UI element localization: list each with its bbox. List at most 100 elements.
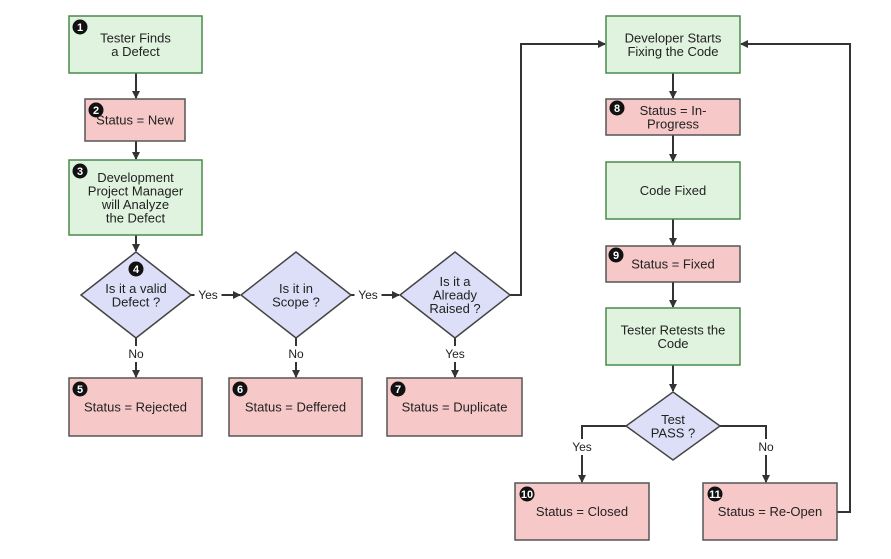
status-box — [228, 377, 363, 437]
edge-label-bg — [194, 287, 222, 303]
status-box — [514, 482, 650, 541]
edge-label-bg — [286, 346, 306, 362]
status-box — [605, 98, 741, 136]
process-node-code-fixed: Code Fixed — [605, 161, 741, 220]
step-number-badge — [707, 486, 723, 502]
node-label-line: Tester Retests the — [621, 322, 726, 337]
process-box — [68, 15, 203, 74]
node-label-line: PASS ? — [651, 425, 696, 440]
node-label-line: Is it in — [279, 281, 313, 296]
step-number-badge — [232, 381, 248, 397]
connector-test-pass-to-status-reopen — [720, 425, 770, 483]
step-number: 10 — [521, 489, 533, 501]
node-label-line: Scope ? — [272, 294, 320, 309]
process-box — [605, 161, 741, 220]
node-label-line: Code — [657, 336, 688, 351]
step-number-badge — [88, 102, 104, 118]
step-number: 9 — [613, 250, 619, 262]
step-number-badge — [609, 100, 625, 116]
node-label-line: Tester Finds — [100, 30, 171, 45]
node-label-line: will Analyze — [101, 197, 169, 212]
node-label-line: Development — [97, 170, 174, 185]
node-label-line: Status = Rejected — [84, 400, 187, 415]
edge-label-no: No — [288, 347, 304, 361]
edge-label-no: No — [128, 347, 144, 361]
step-number-badge — [72, 381, 88, 397]
decision-diamond — [79, 251, 193, 339]
connector-test-pass-to-status-closed — [578, 425, 626, 483]
decision-diamond — [239, 251, 353, 339]
step-number-badge — [128, 261, 144, 277]
step-number: 11 — [709, 489, 721, 501]
node-label-line: Is it a valid — [105, 281, 166, 296]
status-box — [68, 377, 203, 437]
node-label-line: Status = In- — [640, 103, 707, 118]
status-box — [605, 245, 741, 283]
node-label-line: Developer Starts — [625, 30, 722, 45]
step-number: 4 — [133, 264, 140, 276]
step-number: 7 — [395, 384, 401, 396]
edge-label-bg — [126, 346, 146, 362]
decision-diamond — [398, 251, 512, 339]
node-label-line: Defect ? — [112, 294, 160, 309]
edge-label-bg — [568, 439, 596, 455]
step-number-badge — [72, 19, 88, 35]
node-label-line: Status = Duplicate — [402, 400, 508, 415]
process-box — [68, 159, 203, 236]
node-label-line: the Defect — [106, 210, 166, 225]
status-box — [386, 377, 523, 437]
step-number: 5 — [77, 384, 83, 396]
step-number: 1 — [77, 22, 83, 34]
process-box — [605, 307, 741, 366]
edge-label-yes: Yes — [198, 288, 218, 302]
status-node-status-reopen: Status = Re-Open 11 — [702, 482, 838, 541]
step-number-badge — [390, 381, 406, 397]
connector-already-raised-to-dev-fixing — [510, 40, 606, 296]
node-label-line: a Defect — [111, 44, 160, 59]
node-label-line: Fixing the Code — [627, 44, 718, 59]
status-node-status-fixed: Status = Fixed 9 — [605, 245, 741, 283]
status-box — [702, 482, 838, 541]
node-label-line: Raised ? — [429, 301, 480, 316]
step-number: 8 — [614, 103, 620, 115]
node-label-line: Project Manager — [88, 183, 184, 198]
decision-diamond — [624, 391, 722, 461]
edge-label-yes: Yes — [358, 288, 378, 302]
node-label-line: Status = New — [96, 113, 174, 128]
node-label-line: Is it a — [439, 274, 471, 289]
step-number-badge — [519, 486, 535, 502]
node-label-line: Status = Re-Open — [718, 504, 822, 519]
node-label-line: Already — [433, 288, 478, 303]
node-label-line: Status = Fixed — [631, 257, 714, 272]
step-number: 2 — [93, 105, 99, 117]
step-number-badge — [72, 163, 88, 179]
node-label-line: Status = Deffered — [245, 400, 346, 415]
edge-label-yes: Yes — [572, 440, 592, 454]
status-node-status-inprogress: Status = In-Progress 8 — [605, 98, 741, 136]
edge-label-bg — [441, 346, 469, 362]
edge-label-yes: Yes — [445, 347, 465, 361]
edge-label-no: No — [758, 440, 774, 454]
edge-label-bg — [354, 287, 382, 303]
step-number: 6 — [237, 384, 243, 396]
edge-label-bg — [756, 439, 776, 455]
node-label-line: Code Fixed — [640, 183, 706, 198]
node-label-line: Progress — [647, 116, 700, 131]
step-number-badge — [608, 247, 624, 263]
step-number: 3 — [77, 166, 83, 178]
